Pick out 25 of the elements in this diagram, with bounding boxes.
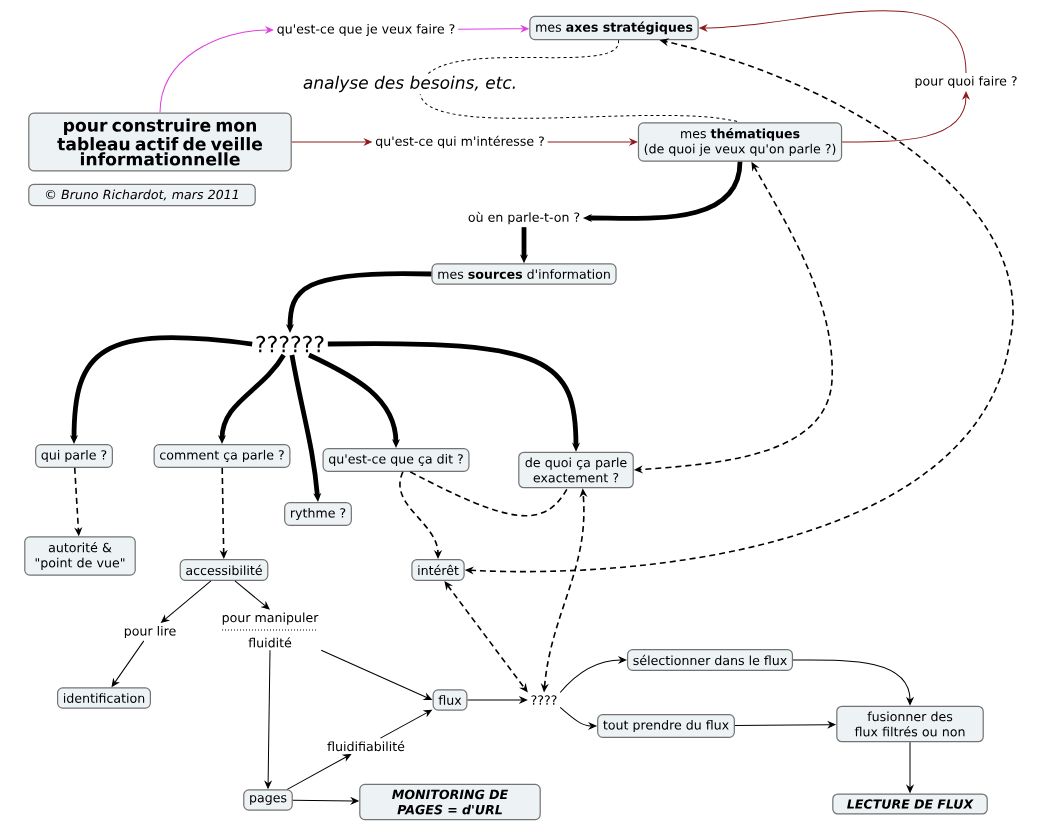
- arrow: [234, 580, 270, 610]
- arrow: [906, 741, 914, 793]
- arrow: [467, 696, 528, 704]
- connector-line: [409, 471, 569, 517]
- arrow: [264, 649, 272, 789]
- arrow: [161, 580, 212, 623]
- arrow: [380, 709, 432, 739]
- arrow: [286, 754, 352, 790]
- arrow: [734, 721, 836, 728]
- arrow: [559, 707, 597, 730]
- arrow: [559, 656, 627, 694]
- connector-line: [419, 39, 741, 123]
- concept-box: pour construire mon tableau actif de veille informationnelle: [28, 112, 292, 172]
- arrow: [699, 10, 967, 74]
- arrow: [159, 26, 274, 114]
- arrow: [111, 640, 145, 687]
- arrow: [457, 25, 529, 33]
- arrow: [291, 138, 372, 146]
- edge-label: analyse des besoins, etc.: [300, 73, 520, 95]
- arrow: [292, 797, 359, 805]
- arrow: [547, 138, 638, 146]
- arrow: [841, 91, 970, 143]
- linking-phrase: ??????: [252, 333, 328, 355]
- arrow: [792, 659, 914, 705]
- arrow: [320, 649, 432, 700]
